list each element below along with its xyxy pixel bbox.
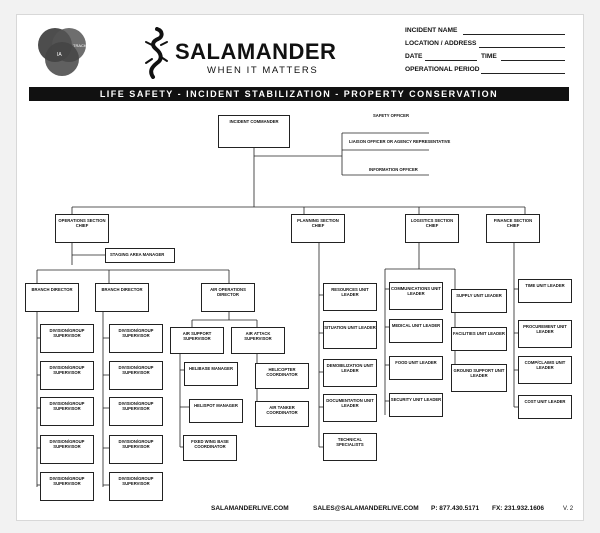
- venn-label-ia: IA: [57, 52, 62, 58]
- salamander-icon: [145, 27, 168, 79]
- division-group-supervisor-box[interactable]: DIVISION/GROUP SUPERVISOR: [109, 324, 163, 353]
- date-line[interactable]: [425, 60, 477, 61]
- footer-website[interactable]: SALAMANDERLIVE.COM: [211, 505, 289, 512]
- venn-label-track: TRACK: [73, 43, 87, 48]
- date-label: DATE: [405, 53, 423, 60]
- medical-unit-leader-box[interactable]: MEDICAL UNIT LEADER: [389, 319, 443, 343]
- time-label: TIME: [481, 53, 497, 60]
- division-group-supervisor-box[interactable]: DIVISION/GROUP SUPERVISOR: [109, 435, 163, 464]
- ics-org-chart-board: IA TRACK SALAMANDER WHEN IT MATTERS INCI…: [16, 14, 584, 521]
- fixed-wing-base-coordinator-box[interactable]: FIXED WING BASE COORDINATOR: [183, 435, 237, 461]
- division-group-supervisor-box[interactable]: DIVISION/GROUP SUPERVISOR: [40, 361, 94, 390]
- incident-name-line[interactable]: [463, 34, 565, 35]
- operational-period-line[interactable]: [481, 73, 565, 74]
- liaison-officer-label: LIAISON OFFICER OR AGENCY REPRESENTATIVE: [349, 139, 451, 144]
- division-group-supervisor-box[interactable]: DIVISION/GROUP SUPERVISOR: [109, 397, 163, 426]
- footer-fax: FX: 231.932.1606: [492, 505, 545, 512]
- operational-period-label: OPERATIONAL PERIOD: [405, 66, 480, 73]
- technical-specialists-box[interactable]: TECHNICAL SPECIALISTS: [323, 433, 377, 461]
- branch-director-2-box[interactable]: BRANCH DIRECTOR: [95, 283, 149, 312]
- air-tanker-coordinator-box[interactable]: AIR TANKER COORDINATOR: [255, 401, 309, 427]
- planning-section-chief-box[interactable]: PLANNING SECTION CHIEF: [291, 214, 345, 243]
- finance-section-chief-box[interactable]: FINANCE SECTION CHIEF: [486, 214, 540, 243]
- documentation-unit-leader-box[interactable]: DOCUMENTATION UNIT LEADER: [323, 394, 377, 422]
- location-label: LOCATION / ADDRESS: [405, 40, 477, 47]
- division-group-supervisor-box[interactable]: DIVISION/GROUP SUPERVISOR: [40, 397, 94, 426]
- communications-unit-leader-box[interactable]: COMMUNICATIONS UNIT LEADER: [389, 282, 443, 310]
- demobilization-unit-leader-box[interactable]: DEMOBILIZATION UNIT LEADER: [323, 359, 377, 387]
- time-line[interactable]: [501, 60, 565, 61]
- cost-unit-leader-box[interactable]: COST UNIT LEADER: [518, 395, 572, 419]
- food-unit-leader-box[interactable]: FOOD UNIT LEADER: [389, 356, 443, 380]
- ground-support-unit-leader-box[interactable]: GROUND SUPPORT UNIT LEADER: [451, 364, 507, 392]
- time-unit-leader-box[interactable]: TIME UNIT LEADER: [518, 279, 572, 303]
- division-group-supervisor-box[interactable]: DIVISION/GROUP SUPERVISOR: [40, 472, 94, 501]
- air-support-supervisor-box[interactable]: AIR SUPPORT SUPERVISOR: [170, 327, 224, 354]
- location-line[interactable]: [479, 47, 565, 48]
- brand-tagline: WHEN IT MATTERS: [207, 65, 319, 76]
- branch-director-1-box[interactable]: BRANCH DIRECTOR: [25, 283, 79, 312]
- division-group-supervisor-box[interactable]: DIVISION/GROUP SUPERVISOR: [109, 472, 163, 501]
- security-unit-leader-box[interactable]: SECURITY UNIT LEADER: [389, 393, 443, 417]
- situation-unit-leader-box[interactable]: SITUATION UNIT LEADER: [323, 321, 377, 349]
- helicopter-coordinator-box[interactable]: HELICOPTER COORDINATOR: [255, 363, 309, 389]
- air-operations-director-box[interactable]: AIR OPERATIONS DIRECTOR: [201, 283, 255, 312]
- facilities-unit-leader-box[interactable]: FACILITIES UNIT LEADER: [451, 327, 507, 351]
- supply-unit-leader-box[interactable]: SUPPLY UNIT LEADER: [451, 289, 507, 313]
- procurement-unit-leader-box[interactable]: PROCUREMENT UNIT LEADER: [518, 320, 572, 348]
- staging-area-manager-box[interactable]: STAGING AREA MANAGER: [105, 248, 175, 263]
- air-attack-supervisor-box[interactable]: AIR ATTACK SUPERVISOR: [231, 327, 285, 354]
- logistics-section-chief-box[interactable]: LOGISTICS SECTION CHIEF: [405, 214, 459, 243]
- helispot-manager-box[interactable]: HELISPOT MANAGER: [189, 399, 243, 423]
- incident-name-label: INCIDENT NAME: [405, 27, 458, 34]
- operations-section-chief-box[interactable]: OPERATIONS SECTION CHIEF: [55, 214, 109, 243]
- incident-commander-box[interactable]: INCIDENT COMMANDER: [218, 115, 290, 148]
- brand-name: SALAMANDER: [175, 39, 337, 64]
- priorities-banner: LIFE SAFETY - INCIDENT STABILIZATION - P…: [29, 87, 569, 101]
- helibase-manager-box[interactable]: HELIBASE MANAGER: [184, 362, 238, 386]
- division-group-supervisor-box[interactable]: DIVISION/GROUP SUPERVISOR: [109, 361, 163, 390]
- division-group-supervisor-box[interactable]: DIVISION/GROUP SUPERVISOR: [40, 324, 94, 353]
- comp-claims-unit-leader-box[interactable]: COMP/CLAIMS UNIT LEADER: [518, 356, 572, 384]
- resources-unit-leader-box[interactable]: RESOURCES UNIT LEADER: [323, 283, 377, 311]
- footer-version: V. 2: [563, 506, 574, 512]
- division-group-supervisor-box[interactable]: DIVISION/GROUP SUPERVISOR: [40, 435, 94, 464]
- venn-logo-icon: IA TRACK: [38, 28, 87, 76]
- safety-officer-label: SAFETY OFFICER: [373, 113, 409, 118]
- footer-phone: P: 877.430.5171: [431, 505, 480, 512]
- footer-email[interactable]: SALES@SALAMANDERLIVE.COM: [313, 505, 419, 512]
- information-officer-label: INFORMATION OFFICER: [369, 167, 418, 172]
